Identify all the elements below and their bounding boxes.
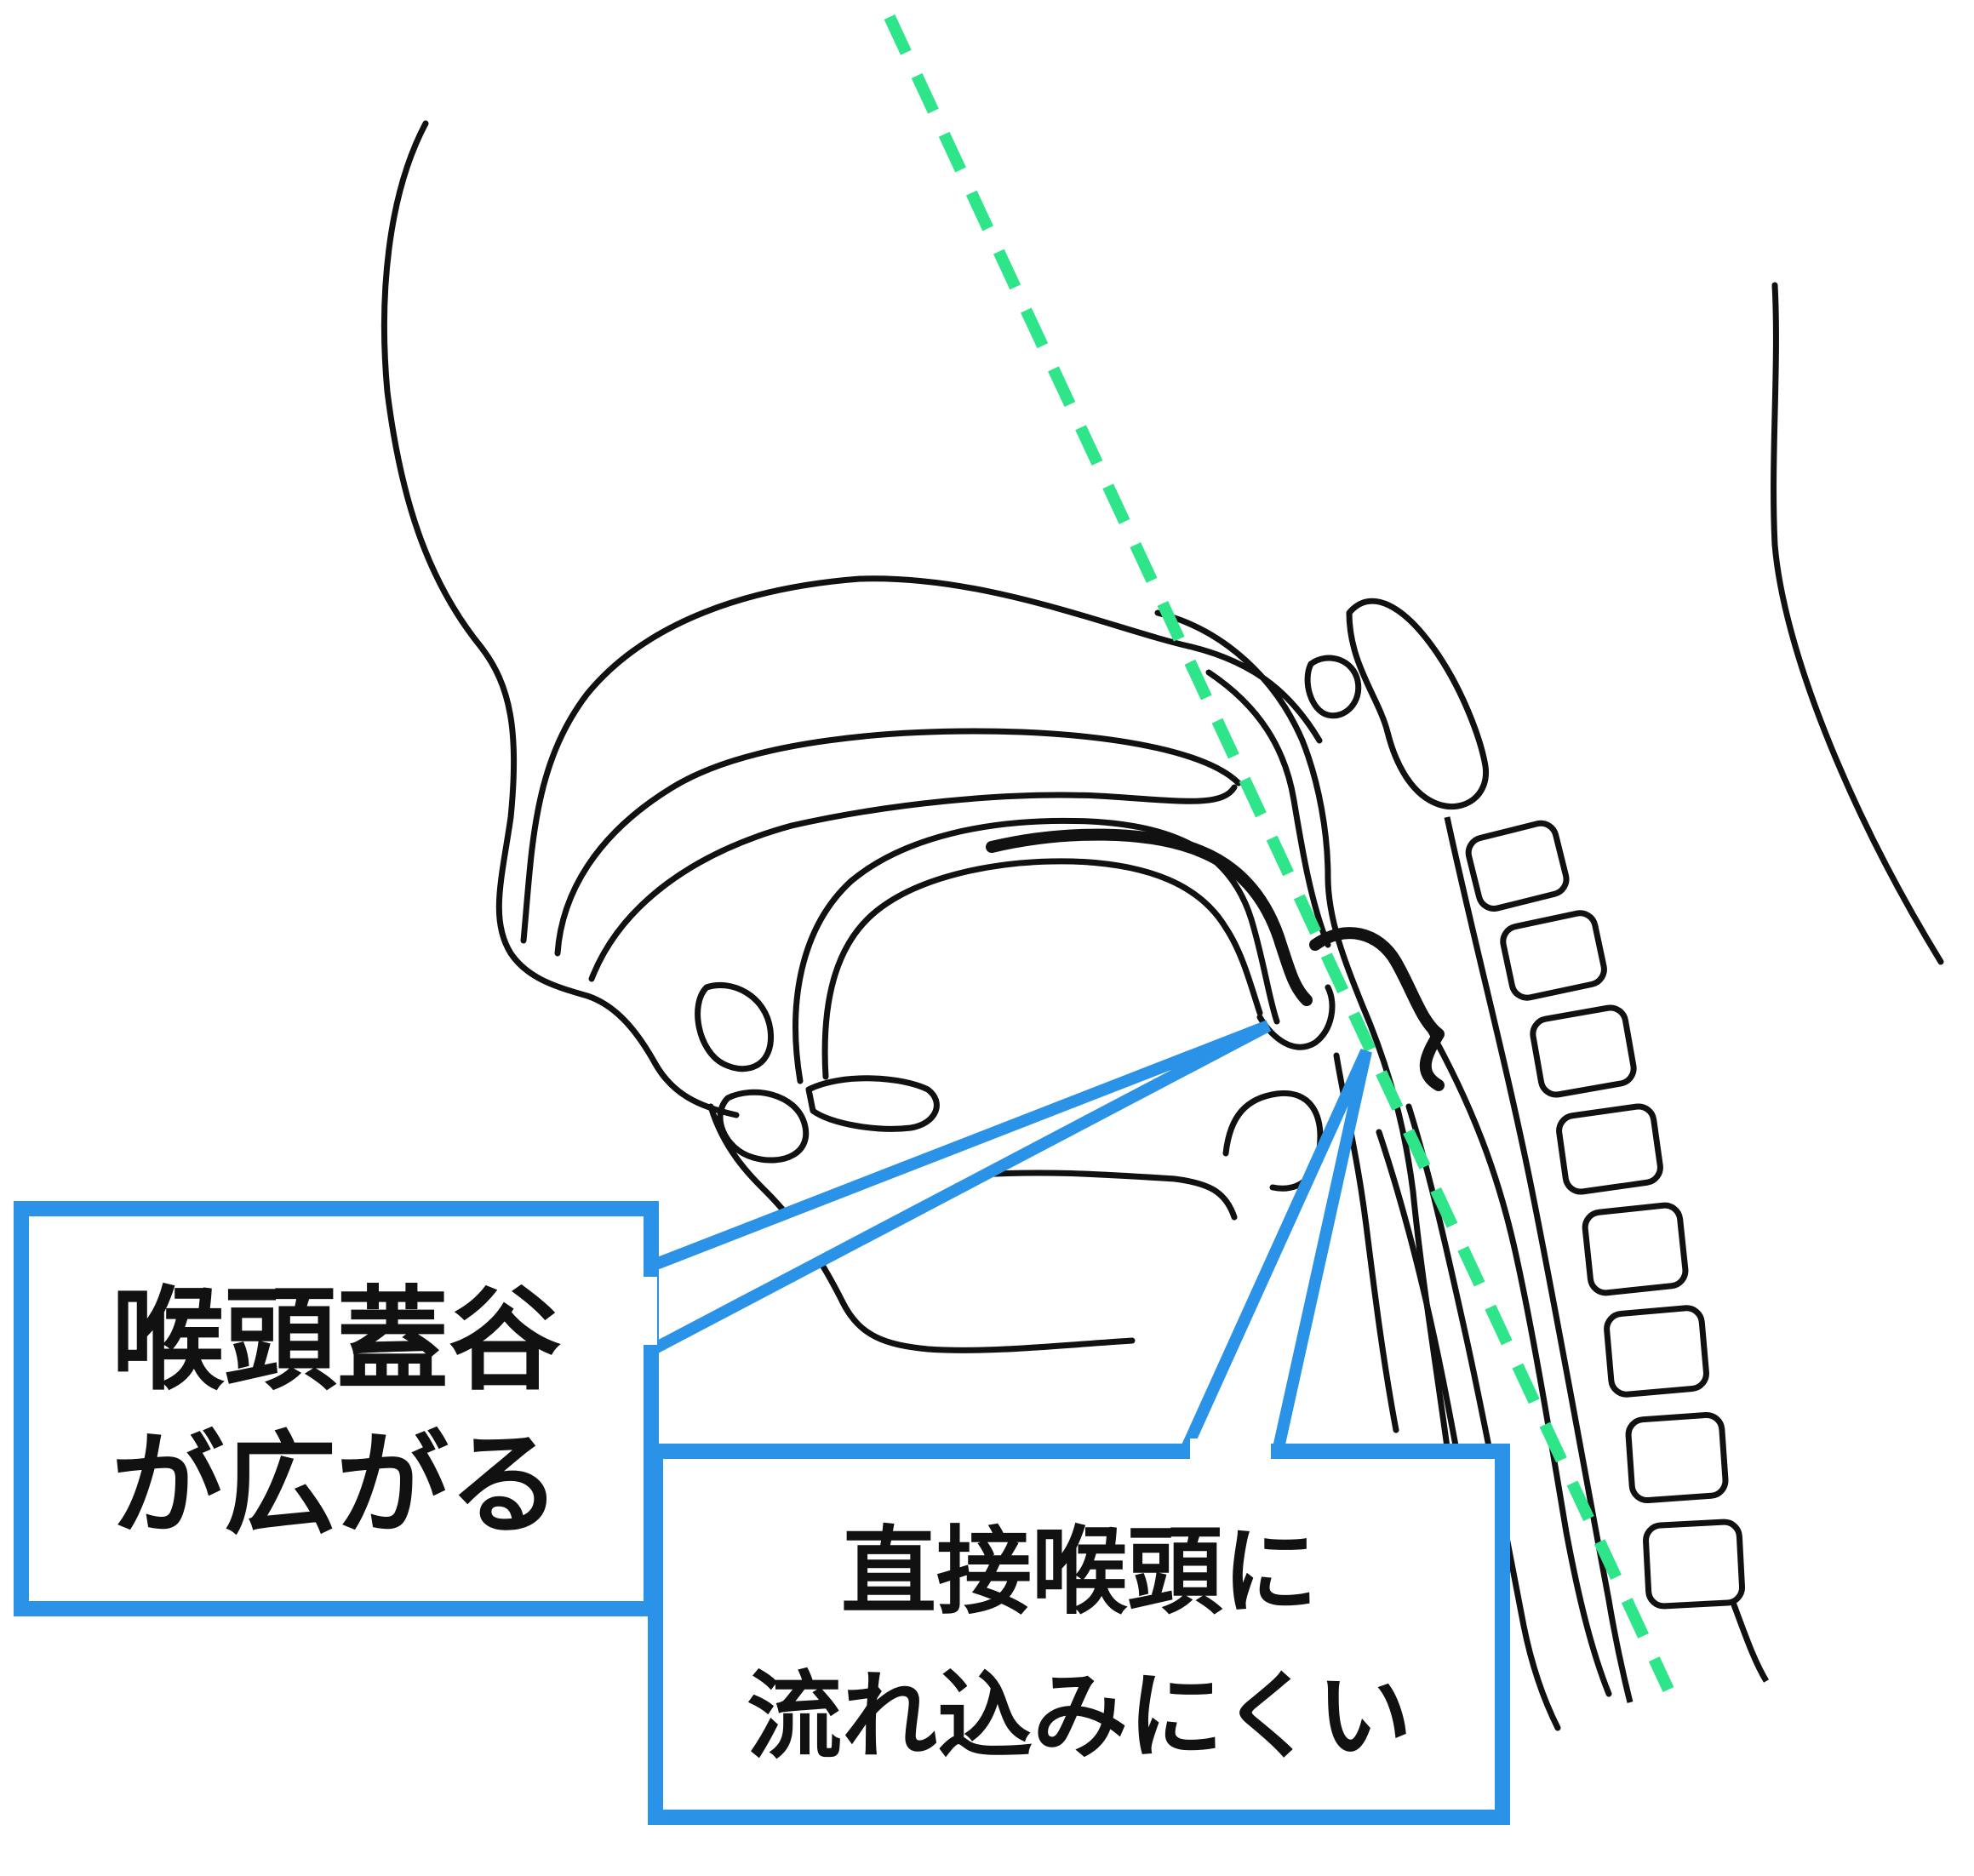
callout-larynx-line-2: 流れ込みにくい — [747, 1662, 1412, 1772]
callout-vallecula-line-1: 喉頭蓋谷 — [112, 1275, 561, 1406]
callout-larynx-line-1: 直接喉頭に — [841, 1517, 1318, 1627]
callout-vallecula-pointer-cover — [632, 1277, 657, 1345]
callout-vallecula-line-2: が広がる — [112, 1420, 561, 1551]
callout-larynx-pointer-cover — [1190, 1438, 1271, 1464]
